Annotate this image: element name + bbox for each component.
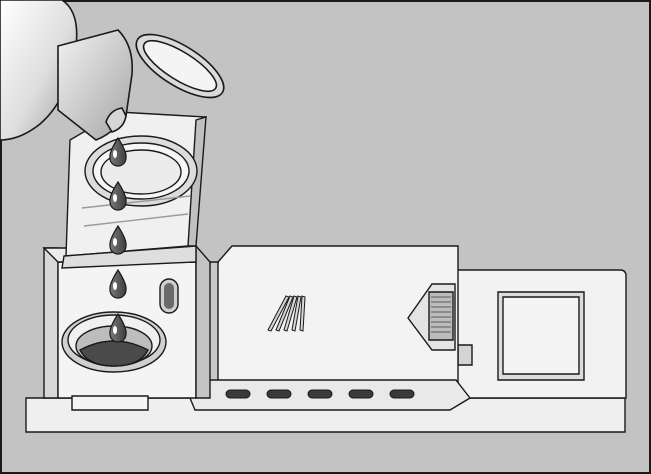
liquid-drop [109, 136, 127, 167]
lid-ridges [267, 295, 306, 332]
grip-ridge [275, 295, 294, 332]
latch-grip-lines [431, 296, 451, 333]
liquid-drop [109, 224, 127, 255]
lid-vent-slots [225, 389, 415, 399]
detergent-lid[interactable] [189, 245, 472, 411]
liquid-drop [109, 268, 127, 299]
vent-slot [348, 389, 374, 399]
liquid-drop [109, 180, 127, 211]
base-tray [25, 269, 627, 433]
filling-opening[interactable] [61, 311, 167, 373]
drop-highlight [113, 238, 117, 246]
vent-slot [225, 389, 251, 399]
rinse-aid-lid[interactable] [61, 111, 207, 269]
liquid-drops [109, 136, 127, 343]
vent-slot [389, 389, 415, 399]
vent-slot [266, 389, 292, 399]
vent-slot [307, 389, 333, 399]
drop-highlight [113, 282, 117, 290]
grip-ridge [291, 295, 302, 332]
rinse-aid-bottle [0, 0, 134, 141]
drop-highlight [113, 326, 117, 334]
bottle-cap [135, 33, 225, 99]
grip-ridge [283, 295, 298, 332]
grip-ridge [299, 295, 306, 332]
grip-ridge [267, 295, 290, 332]
drop-highlight [113, 150, 117, 158]
drop-highlight [113, 194, 117, 202]
liquid-drop [109, 312, 127, 343]
